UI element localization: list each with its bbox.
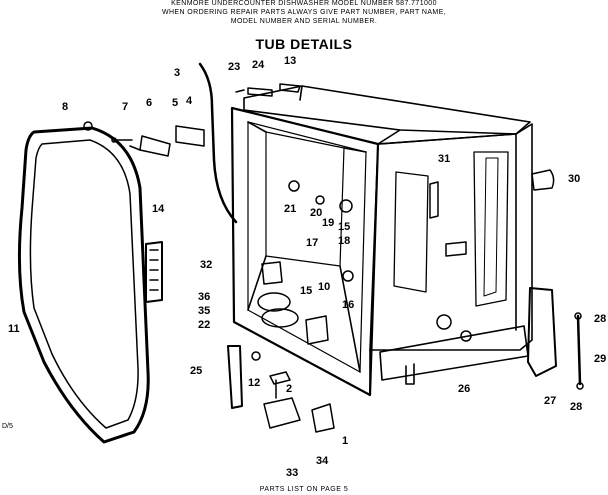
callout-35: 35	[198, 305, 211, 317]
header-line-2: WHEN ORDERING REPAIR PARTS ALWAYS GIVE P…	[161, 9, 447, 16]
callout-19: 19	[322, 217, 335, 229]
callout-8: 8	[62, 101, 69, 113]
header-line-1: KENMORE UNDERCOUNTER DISHWASHER MODEL NU…	[171, 0, 437, 7]
callout-22: 22	[198, 319, 211, 331]
callout-21: 21	[284, 203, 297, 215]
callout-3: 3	[174, 67, 181, 79]
callout-4: 4	[186, 95, 193, 107]
callout-20: 20	[310, 207, 323, 219]
callout-34: 34	[316, 455, 329, 467]
diagram-title: TUB DETAILS	[255, 36, 353, 52]
callout-13: 13	[284, 55, 297, 67]
callout-16: 16	[342, 299, 355, 311]
callout-25: 25	[190, 365, 203, 377]
callout-1: 1	[342, 435, 349, 447]
corner-mark: D/5	[2, 423, 13, 430]
callout-18: 18	[338, 235, 351, 247]
callout-5: 5	[172, 97, 179, 109]
callout-30: 30	[568, 173, 581, 185]
callout-24: 24	[252, 59, 265, 71]
tub-body	[230, 85, 533, 397]
callout-17: 17	[306, 237, 319, 249]
callout-2: 2	[286, 383, 293, 395]
callout-23: 23	[228, 61, 241, 73]
callout-6: 6	[146, 97, 153, 109]
callout-27: 27	[544, 395, 557, 407]
callout-28b: 28	[570, 401, 583, 413]
part-shapes	[83, 62, 584, 433]
door-gasket	[17, 126, 150, 444]
parts-list-note: PARTS LIST ON PAGE 5	[259, 486, 349, 493]
callout-10: 10	[318, 281, 331, 293]
header-line-3: MODEL NUMBER AND SERIAL NUMBER.	[230, 18, 378, 25]
callout-28a: 28	[594, 313, 607, 325]
callout-36: 36	[198, 291, 211, 303]
callout-31: 31	[438, 153, 451, 165]
callout-15b: 15	[300, 285, 313, 297]
callout-14: 14	[152, 203, 165, 215]
callout-29: 29	[594, 353, 607, 365]
callout-33: 33	[286, 467, 299, 479]
callout-32: 32	[200, 259, 213, 271]
callout-26: 26	[458, 383, 471, 395]
callout-7: 7	[122, 101, 129, 113]
callout-11: 11	[8, 323, 20, 335]
callout-15a: 15	[338, 221, 351, 233]
callout-12: 12	[248, 377, 261, 389]
